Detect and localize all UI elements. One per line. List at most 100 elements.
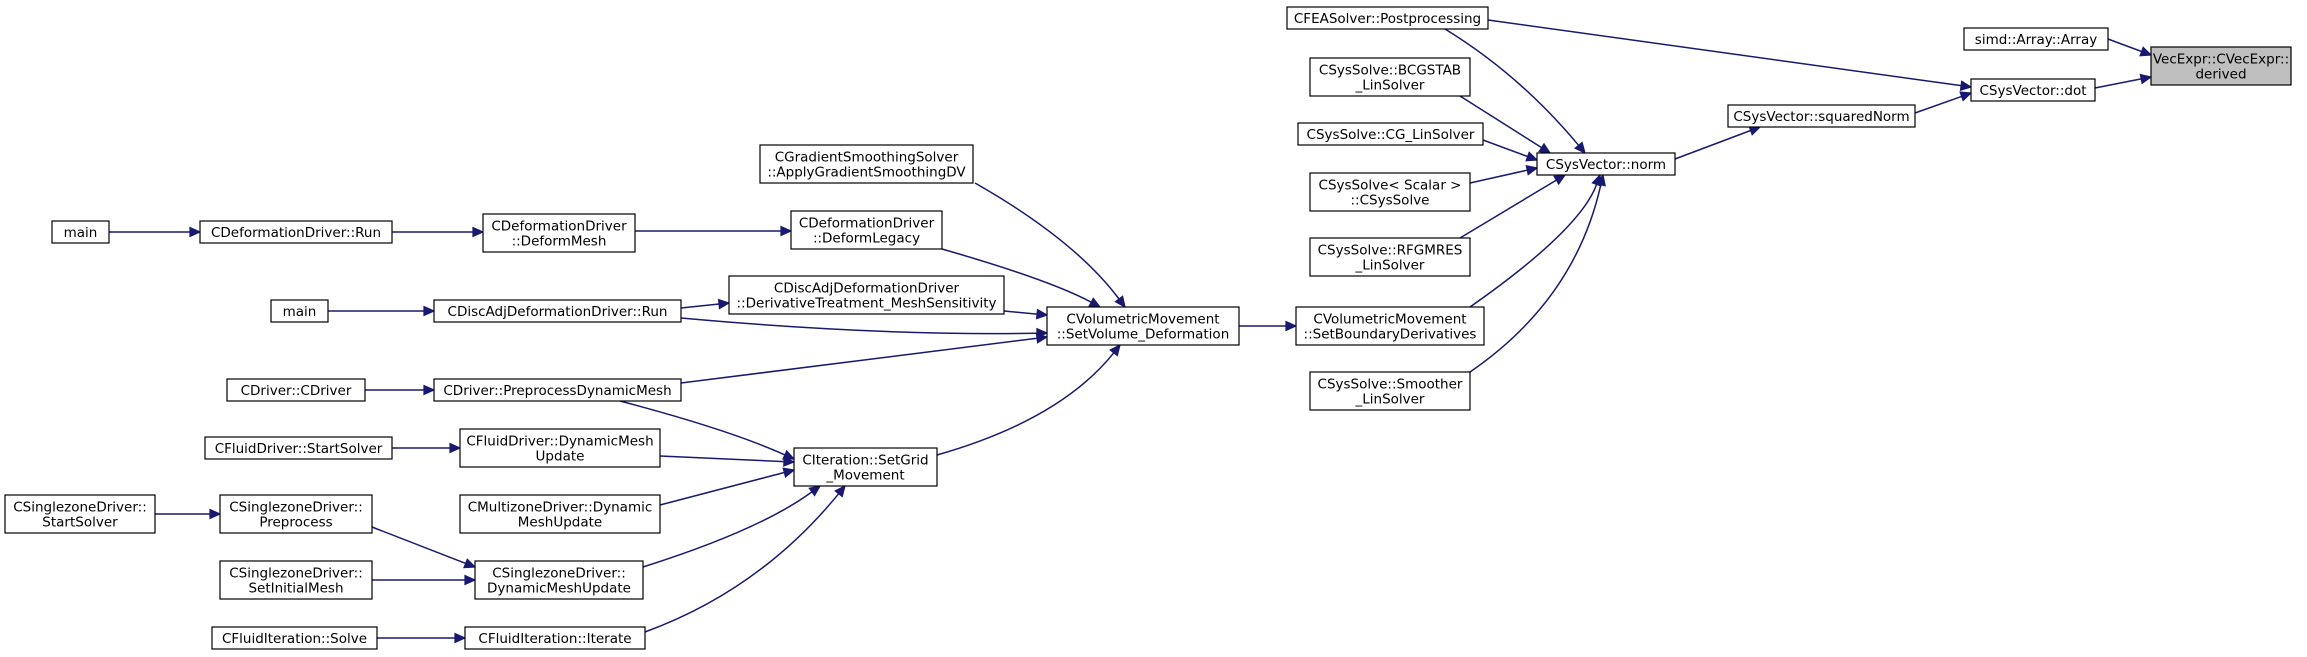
node-label: main xyxy=(64,225,98,241)
edge-line xyxy=(619,400,786,456)
edge-line xyxy=(2094,78,2142,89)
node-fea_post[interactable]: CFEASolver::Postprocessing xyxy=(1286,6,1489,30)
node-single_dyn[interactable]: CSinglezoneDriver::DynamicMeshUpdate xyxy=(474,560,644,600)
node-label: CSinglezoneDriver:: xyxy=(492,566,626,582)
node-simd_array[interactable]: simd::Array::Array xyxy=(1963,27,2109,51)
node-label: CSysVector::squaredNorm xyxy=(1733,109,1909,125)
node-box xyxy=(790,210,943,250)
node-fit_solve[interactable]: CFluidIteration::Solve xyxy=(211,626,378,650)
node-csyssolve[interactable]: CSysSolve< Scalar >::CSysSolve xyxy=(1309,172,1471,212)
arrowhead-icon xyxy=(2139,46,2153,57)
node-bcgstab[interactable]: CSysSolve::BCGSTAB_LinSolver xyxy=(1309,57,1471,97)
node-label: ::DerivativeTreatment_MeshSensitivity xyxy=(737,296,997,312)
node-cdriver[interactable]: CDriver::CDriver xyxy=(226,378,366,402)
arrowhead-icon xyxy=(464,574,477,586)
node-label: _Movement xyxy=(825,468,904,484)
arrowhead-icon xyxy=(1525,165,1539,176)
edge-simd_array-to-derived xyxy=(2107,38,2153,57)
node-discadjrun[interactable]: CDiscAdjDeformationDriver::Run xyxy=(433,299,682,323)
node-label: CVolumetricMovement xyxy=(1313,312,1466,328)
arrowhead-icon xyxy=(454,632,467,644)
node-label: ::SetBoundaryDerivatives xyxy=(1304,327,1477,343)
node-label: main xyxy=(283,304,317,320)
edge-line xyxy=(644,493,840,633)
arrowhead-icon xyxy=(1959,80,1973,91)
node-label: CVolumetricMovement xyxy=(1066,312,1219,328)
node-single_init[interactable]: CSinglezoneDriver::SetInitialMesh xyxy=(219,560,373,600)
node-defrun[interactable]: CDeformationDriver::Run xyxy=(199,220,393,244)
node-box xyxy=(1309,172,1471,212)
node-label: CSinglezoneDriver:: xyxy=(229,566,363,582)
edge-line xyxy=(1003,310,1038,315)
node-main1[interactable]: main xyxy=(51,220,110,244)
edge-setbd-to-norm xyxy=(1469,173,1602,308)
arrowhead-icon xyxy=(783,456,796,467)
edge-line xyxy=(680,303,720,309)
node-multi_dyn[interactable]: CMultizoneDriver::DynamicMeshUpdate xyxy=(459,494,661,534)
node-dot[interactable]: CSysVector::dot xyxy=(1970,78,2096,102)
arrowhead-icon xyxy=(1525,151,1539,162)
edge-bcgstab-to-norm xyxy=(1459,95,1552,154)
arrowhead-icon xyxy=(1035,332,1049,344)
node-label: ::CSysSolve xyxy=(1351,193,1430,209)
node-label: CDeformationDriver xyxy=(491,219,627,235)
node-norm[interactable]: CSysVector::norm xyxy=(1536,152,1676,176)
node-fit_iter[interactable]: CFluidIteration::Iterate xyxy=(464,626,646,650)
node-label: CSinglezoneDriver:: xyxy=(229,500,363,516)
node-discadj_dt[interactable]: CDiscAdjDeformationDriver::DerivativeTre… xyxy=(728,275,1005,315)
node-label: CDeformationDriver::Run xyxy=(211,225,381,241)
node-cg[interactable]: CSysSolve::CG_LinSolver xyxy=(1297,122,1484,146)
node-label: CFluidIteration::Solve xyxy=(222,631,367,647)
node-label: ::ApplyGradientSmoothingDV xyxy=(767,165,966,181)
node-label: CSysVector::dot xyxy=(1979,83,2086,99)
edge-line xyxy=(659,455,785,463)
node-label: Update xyxy=(536,449,585,465)
edge-line xyxy=(642,491,813,568)
node-derived[interactable]: VecExpr::CVecExpr::derived xyxy=(2150,46,2292,86)
node-single_pre[interactable]: CSinglezoneDriver::Preprocess xyxy=(219,494,373,534)
edge-main1-to-defrun xyxy=(109,226,202,238)
arrowhead-icon xyxy=(423,384,436,396)
node-preprocdyn[interactable]: CDriver::PreprocessDynamicMesh xyxy=(433,378,682,402)
edge-line xyxy=(941,248,1092,303)
edge-norm-to-squaredNorm xyxy=(1674,125,1762,160)
edge-single_start-to-single_pre xyxy=(155,508,222,520)
node-gradsmooth[interactable]: CGradientSmoothingSolver::ApplyGradientS… xyxy=(759,144,974,184)
edge-rfgmres-to-norm xyxy=(1459,174,1567,239)
node-setvol[interactable]: CVolumetricMovement::SetVolume_Deformati… xyxy=(1046,306,1240,346)
node-single_start[interactable]: CSinglezoneDriver::StartSolver xyxy=(4,494,156,534)
node-defmesh[interactable]: CDeformationDriver::DeformMesh xyxy=(482,213,636,253)
node-box xyxy=(1286,6,1489,30)
arrowhead-icon xyxy=(449,442,462,454)
node-setgrid[interactable]: CIteration::SetGrid_Movement xyxy=(793,447,938,487)
edge-single_dyn-to-setgrid xyxy=(642,485,822,568)
arrowhead-icon xyxy=(189,226,202,238)
node-box xyxy=(2150,46,2292,86)
edge-discadjrun-to-setvol xyxy=(680,317,1049,339)
node-setbd[interactable]: CVolumetricMovement::SetBoundaryDerivati… xyxy=(1295,306,1485,346)
node-label: CFluidIteration::Iterate xyxy=(478,631,631,647)
edge-discadjrun-to-discadj_dt xyxy=(680,298,731,310)
node-main2[interactable]: main xyxy=(270,299,329,323)
node-rfgmres[interactable]: CSysSolve::RFGMRES_LinSolver xyxy=(1309,237,1471,277)
node-label: SetInitialMesh xyxy=(248,581,343,597)
node-label: CDiscAdjDeformationDriver::Run xyxy=(448,304,668,320)
arrowhead-icon xyxy=(1114,295,1126,309)
node-box xyxy=(474,560,644,600)
edge-line xyxy=(1444,28,1580,146)
arrowhead-icon xyxy=(782,467,796,478)
arrowhead-icon xyxy=(1573,141,1586,155)
edge-fea_post-to-norm xyxy=(1444,28,1586,155)
node-label: _LinSolver xyxy=(1354,258,1424,274)
node-squaredNorm[interactable]: CSysVector::squaredNorm xyxy=(1727,104,1916,128)
edge-main2-to-discadjrun xyxy=(328,305,436,317)
node-deflegacy[interactable]: CDeformationDriver::DeformLegacy xyxy=(790,210,943,250)
node-smoother[interactable]: CSysSolve::Smoother_LinSolver xyxy=(1309,371,1471,411)
node-box xyxy=(1309,57,1471,97)
node-label: CDriver::CDriver xyxy=(241,383,352,399)
node-fluid_dyn[interactable]: CFluidDriver::DynamicMeshUpdate xyxy=(459,428,661,468)
node-fluid_start[interactable]: CFluidDriver::StartSolver xyxy=(204,436,393,460)
node-box xyxy=(1046,306,1240,346)
edge-defmesh-to-deflegacy xyxy=(635,225,793,237)
edge-fluid_start-to-fluid_dyn xyxy=(392,442,462,454)
